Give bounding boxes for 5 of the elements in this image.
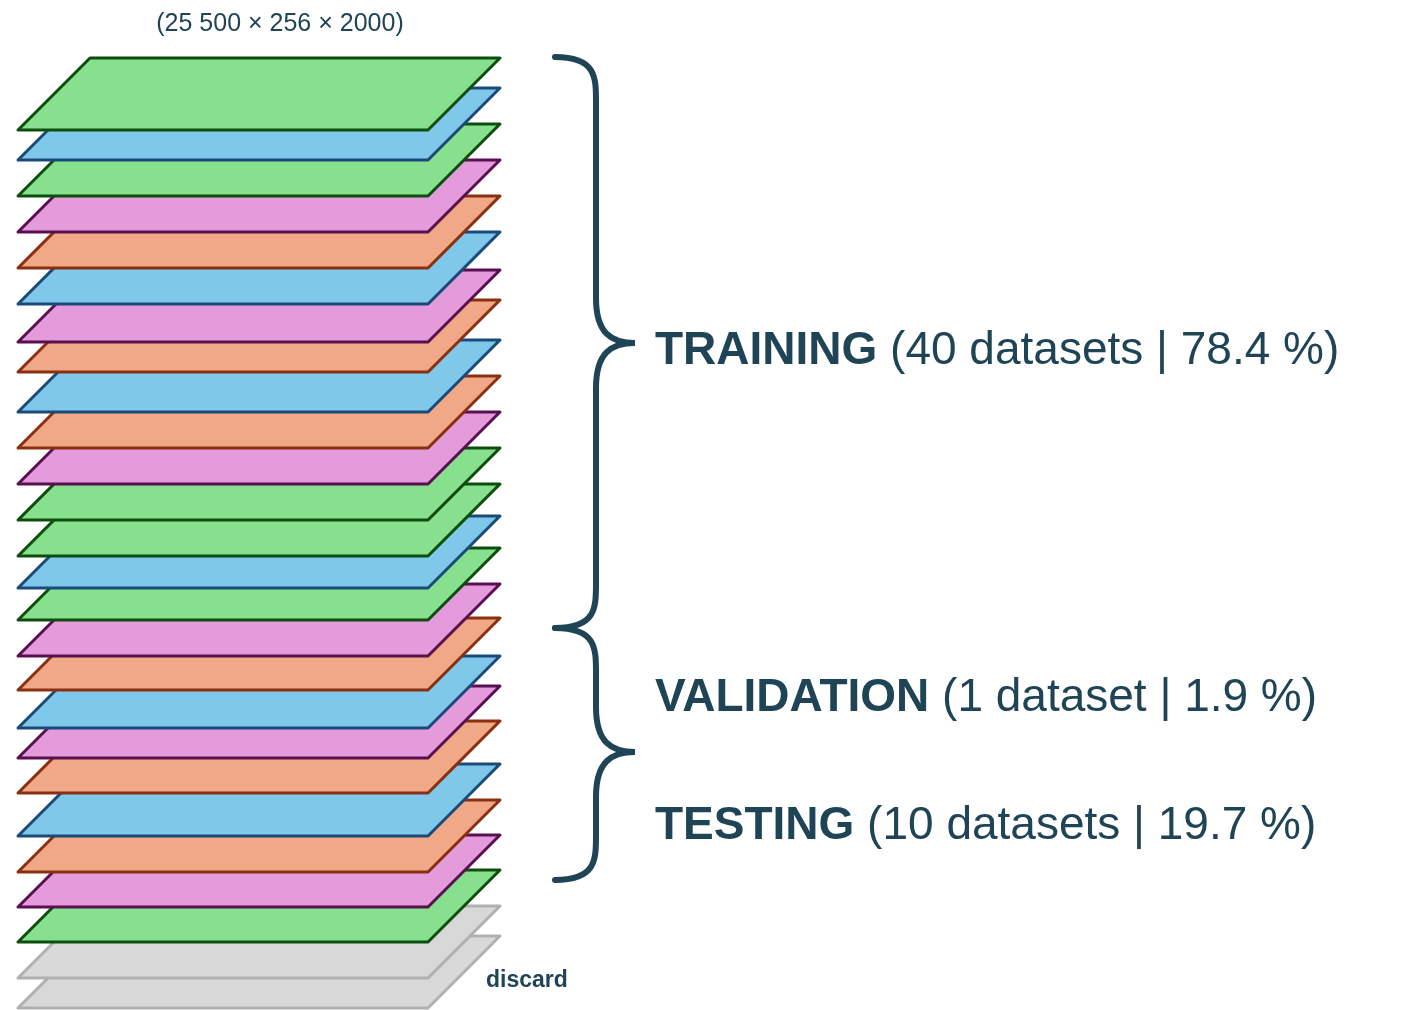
testing-label: TESTING (10 datasets | 19.7 %) xyxy=(655,796,1317,851)
dimensions-label: (25 500 × 256 × 2000) xyxy=(155,7,405,38)
training-label: TRAINING (40 datasets | 78.4 %) xyxy=(655,321,1340,376)
validation-label: VALIDATION (1 dataset | 1.9 %) xyxy=(655,668,1318,723)
discard-label: discard xyxy=(486,965,568,994)
